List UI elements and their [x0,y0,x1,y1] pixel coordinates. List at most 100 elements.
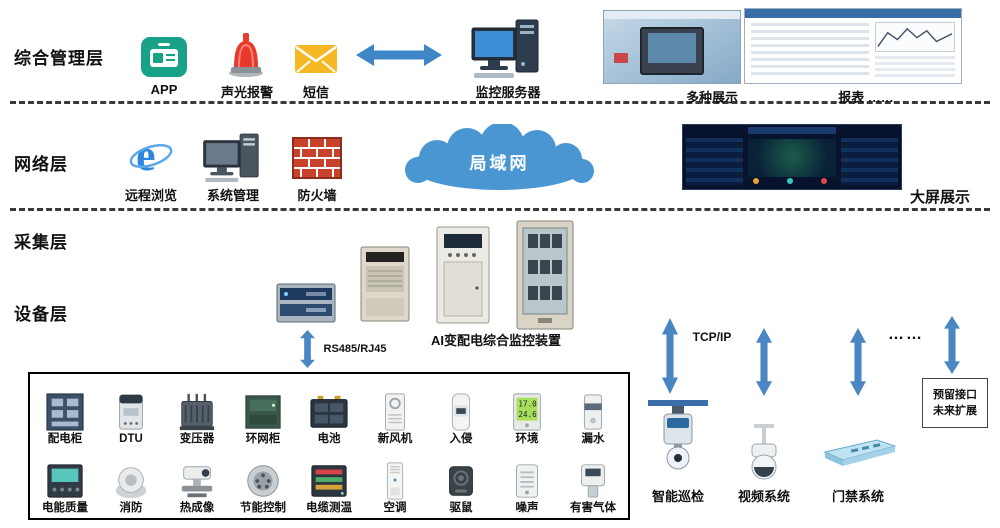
ie-browser-icon: e [128,131,174,182]
alarm-label: 声光报警 [220,85,274,100]
access-control-icon [816,430,902,470]
firewall-label: 防火墙 [297,188,337,203]
tcpip-label: TCP/IP [692,330,732,344]
device-label: 空调 [383,501,407,514]
device-label: 新风机 [377,432,413,445]
water-leak-sensor-icon [571,392,615,432]
report-screenshot [744,8,962,84]
device-label: 变压器 [179,432,215,445]
screenshot-red-block [614,53,628,63]
device-label: 环网柜 [245,432,281,445]
thermal-camera-icon [175,461,219,501]
transformer-icon [175,392,219,432]
battery-icon [307,392,351,432]
device-label: 漏水 [581,432,605,445]
breaker-cabinet-icon [516,220,574,330]
device-label: 电池 [317,432,341,445]
screenshot-line-chart [875,22,955,52]
device-label: DTU [119,432,143,445]
device-label: 热成像 [179,501,215,514]
fresh-air-fan-icon [373,392,417,432]
multi-display-screenshot [603,10,741,84]
layer-divider-2 [10,208,990,211]
layer-divider-1 [10,101,990,104]
device-item: 节能控制 [230,446,296,515]
rack-monitor-device-icon [276,283,336,323]
device-label: 节能控制 [240,501,286,514]
device-label: 驱鼠 [449,501,473,514]
energy-control-icon [241,461,285,501]
rs485-arrow-icon [300,330,315,368]
tcpip-arrow-4-icon [944,316,960,374]
sms-envelope-icon [294,44,338,74]
device-item: 热成像 [164,446,230,515]
device-item: 有害气体 [560,446,626,515]
bigscreen-map [748,139,836,177]
device-label: 噪声 [515,501,539,514]
device-label: 配电柜 [47,432,83,445]
reserved-line-1: 预留接口 [933,388,977,401]
bigscreen-right-panel [841,138,898,185]
device-item: 驱鼠 [428,446,494,515]
bigscreen-label: 大屏展示 [909,189,971,206]
layer-label-device: 设备层 [14,305,68,324]
sms-label: 短信 [302,85,330,100]
video-label: 视频系统 [737,489,791,504]
device-label: 消防 [119,501,143,514]
layer-label-collection: 采集层 [14,233,68,252]
device-label: 电能质量 [42,501,88,514]
noise-sensor-icon [505,461,549,501]
tcpip-arrow-3-icon [850,328,866,396]
cable-temperature-icon [307,461,351,501]
app-label: APP [150,82,178,97]
device-item: 消防 [98,446,164,515]
bigscreen-gauge-3 [821,178,827,184]
screenshot-table-rows [751,23,869,79]
ellipsis-label: …… [888,326,924,343]
tcpip-arrow-2-icon [756,328,772,396]
device-label: 入侵 [449,432,473,445]
bigscreen-left-panel [686,138,743,185]
rodent-repeller-icon [439,461,483,501]
reserved-line-2: 未来扩展 [933,405,977,417]
device-label: 电缆测温 [306,501,352,514]
control-cabinet-icon [360,246,410,322]
device-item: 漏水 [560,377,626,446]
device-item: 变压器 [164,377,230,446]
layer-label-network: 网络层 [14,155,68,174]
patrol-robot-icon [646,396,710,480]
device-item: 电缆测温 [296,446,362,515]
screenshot-device-screen [648,33,696,63]
remote-browse-label: 远程浏览 [124,188,178,203]
ptz-camera-icon [740,424,788,482]
monitor-server-icon [470,18,545,80]
screenshot-header-bar [745,9,961,18]
dtu-icon [109,392,153,432]
lan-label: 局域网 [469,153,530,173]
device-label: 有害气体 [570,501,616,514]
reports-label: 报表 …… [838,90,894,105]
system-computer-icon [202,132,264,184]
bigscreen-screenshot [682,124,902,190]
device-item: 配电柜 [32,377,98,446]
device-item: 新风机 [362,377,428,446]
fire-alarm-icon [109,461,153,501]
system-mgmt-label: 系统管理 [206,188,260,203]
svg-text:17.0: 17.0 [518,399,537,408]
access-label: 门禁系统 [831,489,885,504]
air-conditioner-icon [373,461,417,501]
app-icon [140,36,188,78]
lan-cloud-icon [392,124,607,198]
device-item: 电能质量 [32,446,98,515]
device-label: 环境 [515,432,539,445]
svg-text:24.6: 24.6 [518,409,537,418]
power-quality-icon [43,461,87,501]
intrusion-sensor-icon [439,392,483,432]
ring-main-unit-icon [241,392,285,432]
patrol-label: 智能巡检 [651,489,705,504]
distribution-cabinet-icon [43,392,87,432]
bidirectional-arrow-icon [356,43,442,67]
